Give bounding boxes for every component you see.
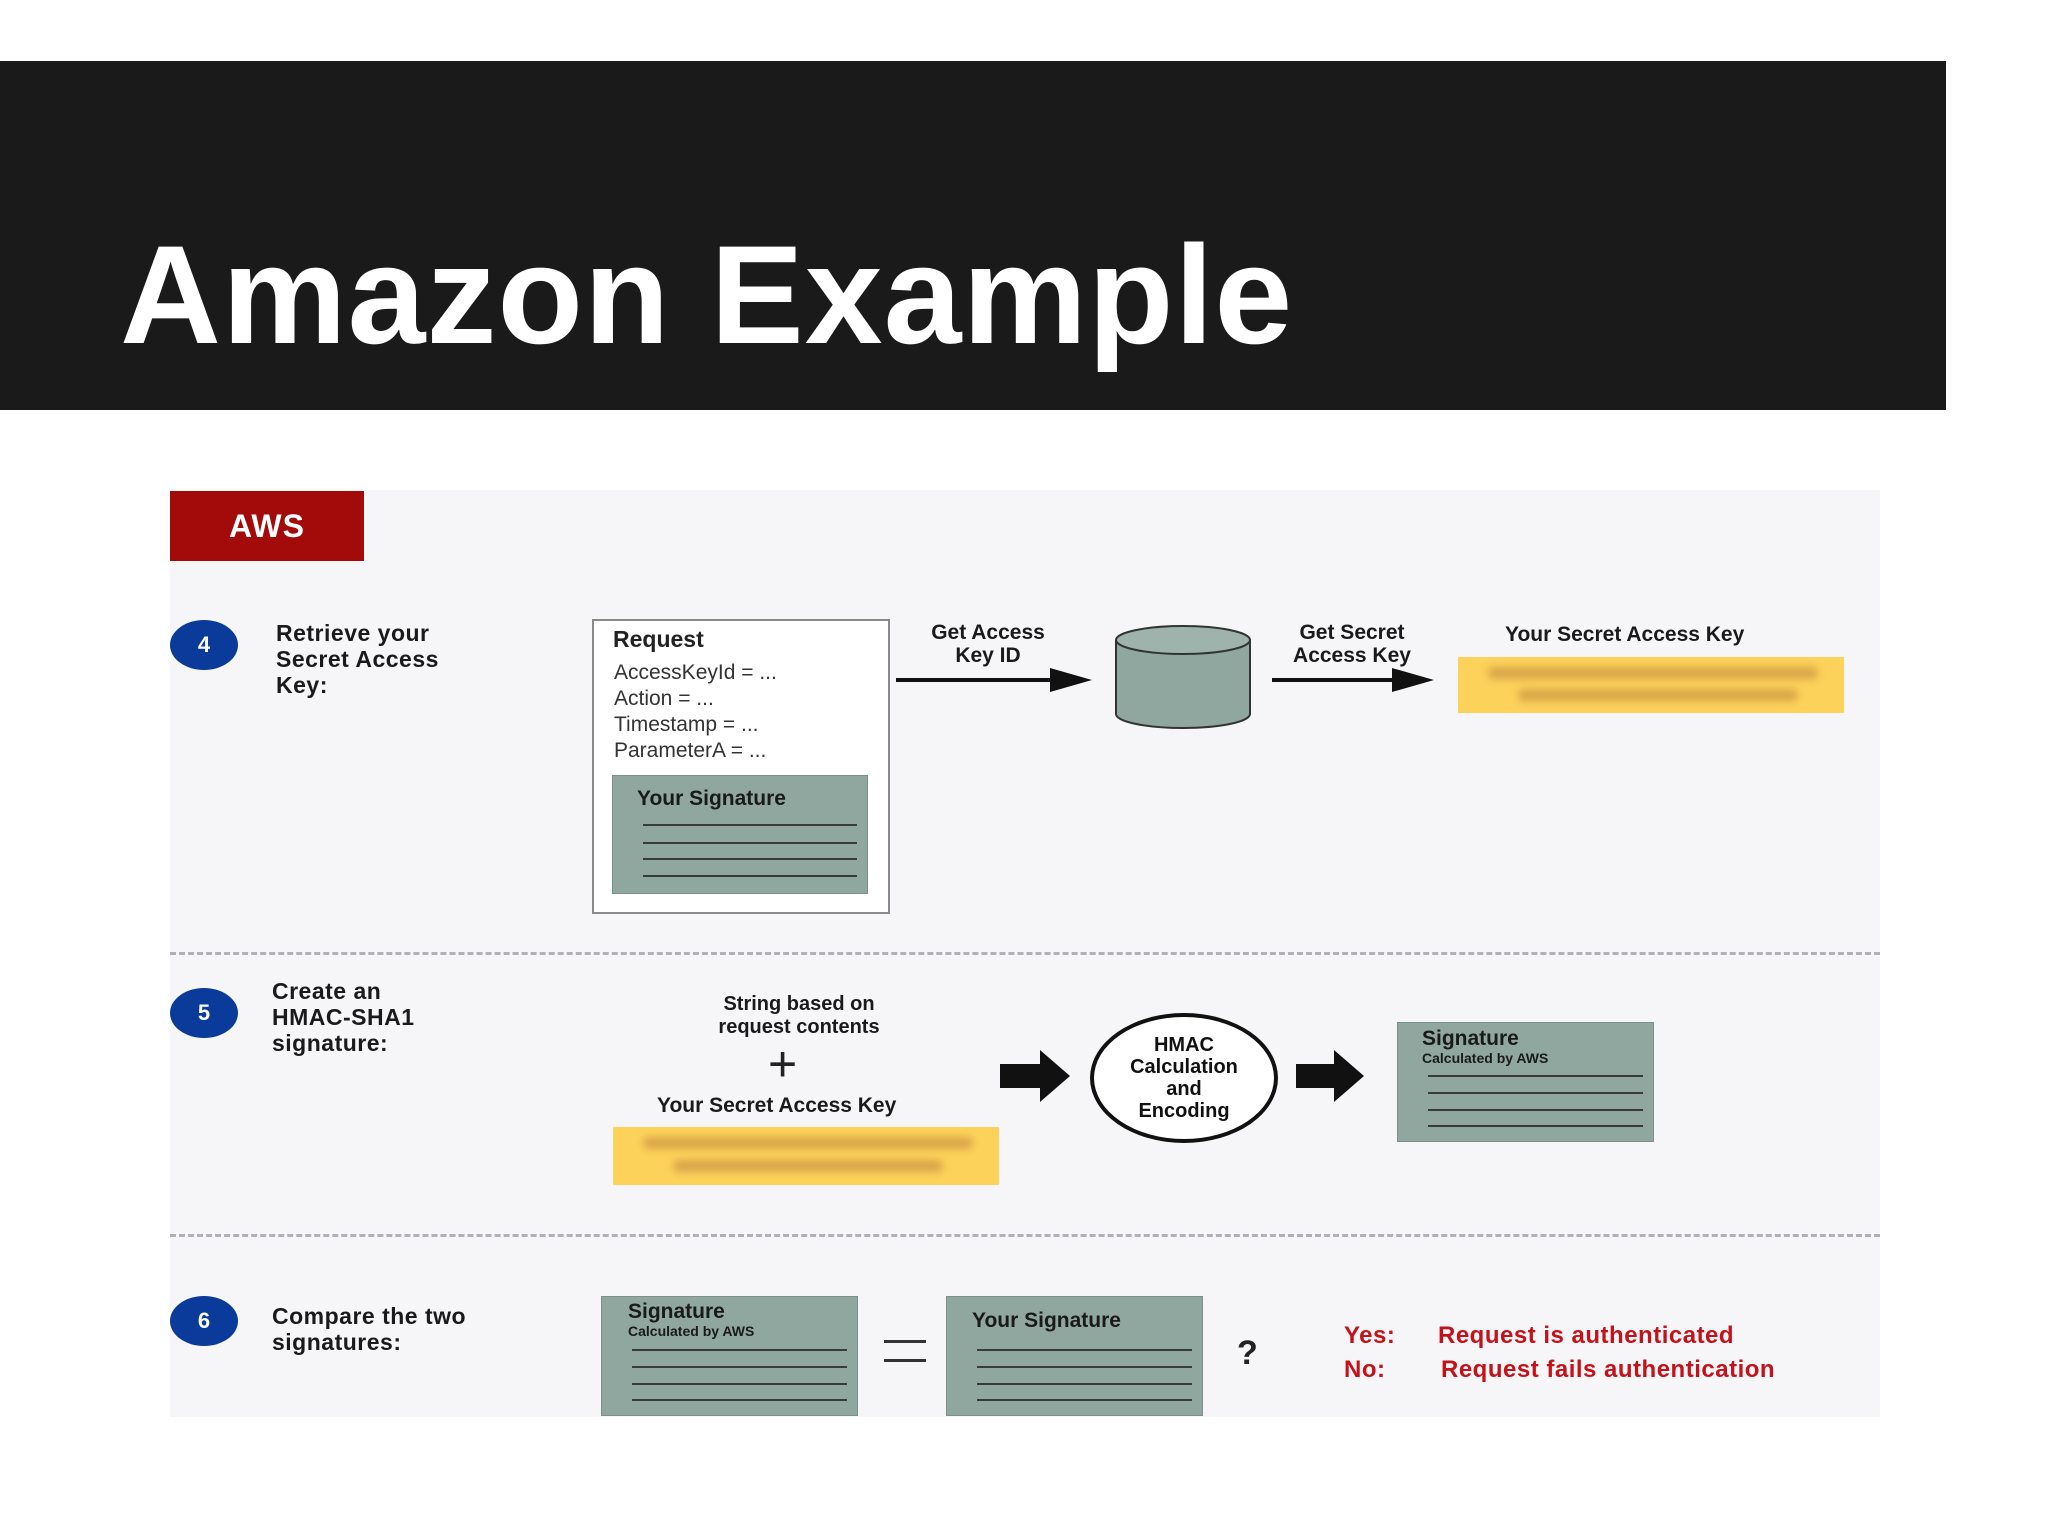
signature-rule xyxy=(1428,1125,1643,1127)
signature-rule xyxy=(1428,1092,1643,1094)
hmac-calculation-node: HMAC Calculation and Encoding xyxy=(1090,1013,1278,1143)
step-5-label: Create an HMAC-SHA1 signature: xyxy=(272,978,415,1056)
step-6-aws-signature-card: Signature Calculated by AWS xyxy=(601,1296,858,1416)
divider-step-5-6 xyxy=(170,1234,1880,1237)
request-line-timestamp: Timestamp = ... xyxy=(614,713,759,736)
request-title: Request xyxy=(613,626,704,652)
signature-rule xyxy=(632,1383,847,1385)
request-line-action: Action = ... xyxy=(614,687,714,710)
secret-access-key-label: Your Secret Access Key xyxy=(1505,623,1745,646)
signature-rule xyxy=(643,842,857,844)
step-6-your-signature-title: Your Signature xyxy=(972,1309,1121,1332)
request-line-access-key-id: AccessKeyId = ... xyxy=(614,661,777,684)
comparison-question-mark: ? xyxy=(1237,1334,1258,1372)
divider-step-4-5 xyxy=(170,952,1880,955)
redacted-key-line xyxy=(1518,689,1798,701)
signature-rule xyxy=(977,1349,1192,1351)
step-4-number: 4 xyxy=(170,620,238,670)
aws-signature-card: Signature Calculated by AWS xyxy=(1397,1022,1654,1142)
step-6-number: 6 xyxy=(170,1296,238,1346)
step-5-secret-key-value xyxy=(613,1127,999,1185)
signature-rule xyxy=(977,1366,1192,1368)
step-5-number: 5 xyxy=(170,988,238,1038)
title-band xyxy=(0,61,1946,410)
signature-rule xyxy=(1428,1109,1643,1111)
yes-label: Yes: xyxy=(1344,1322,1396,1349)
request-signature-card: Your Signature xyxy=(612,775,868,894)
aws-signature-title: Signature xyxy=(1422,1027,1519,1050)
redacted-key-line xyxy=(673,1160,943,1172)
request-line-parameter-a: ParameterA = ... xyxy=(614,739,767,762)
step-6-label: Compare the two signatures: xyxy=(272,1303,467,1355)
signature-rule xyxy=(632,1399,847,1401)
plus-sign: + xyxy=(768,1036,798,1092)
signature-rule xyxy=(632,1349,847,1351)
secret-access-key-value xyxy=(1458,657,1844,713)
equals-sign xyxy=(884,1340,926,1362)
yes-result-text: Request is authenticated xyxy=(1438,1322,1735,1349)
aws-signature-subtitle: Calculated by AWS xyxy=(1422,1050,1549,1066)
request-signature-title: Your Signature xyxy=(637,787,786,810)
signature-rule xyxy=(1428,1075,1643,1077)
no-label: No: xyxy=(1344,1356,1386,1383)
no-result-text: Request fails authentication xyxy=(1441,1356,1776,1383)
signature-rule xyxy=(977,1399,1192,1401)
slide-title: Amazon Example xyxy=(120,216,1294,373)
signature-rule xyxy=(643,858,857,860)
step-6-your-signature-card: Your Signature xyxy=(946,1296,1203,1416)
signature-rule xyxy=(977,1383,1192,1385)
redacted-key-line xyxy=(1488,667,1818,679)
string-based-on-request-label: String based on request contents xyxy=(718,993,880,1038)
aws-badge: AWS xyxy=(170,491,364,561)
signature-rule xyxy=(643,824,857,826)
signature-rule xyxy=(632,1366,847,1368)
step-6-aws-signature-title: Signature xyxy=(628,1300,725,1323)
step-4-label: Retrieve your Secret Access Key: xyxy=(276,620,439,698)
step-5-secret-key-label: Your Secret Access Key xyxy=(657,1094,897,1117)
step-6-aws-signature-subtitle: Calculated by AWS xyxy=(628,1323,755,1339)
redacted-key-line xyxy=(643,1137,973,1149)
get-access-key-id-label: Get Access Key ID xyxy=(931,621,1045,667)
get-secret-access-key-label: Get Secret Access Key xyxy=(1293,621,1411,667)
signature-rule xyxy=(643,875,857,877)
